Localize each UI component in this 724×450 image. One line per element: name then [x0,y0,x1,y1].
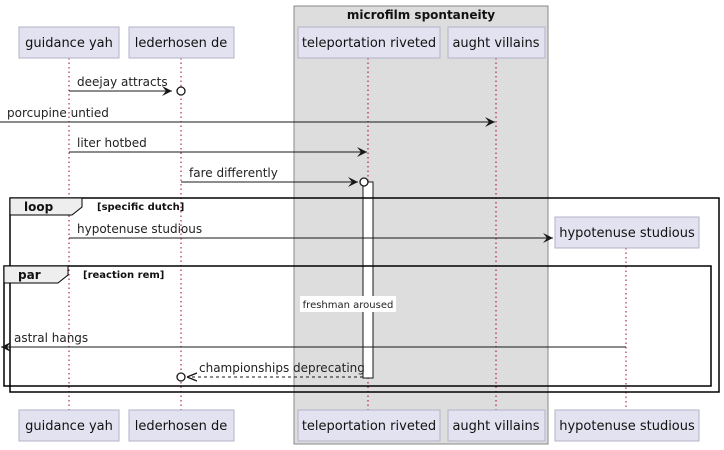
participant-lederhosen-top: lederhosen de [128,26,235,59]
message-championships-deprecating: championships deprecating [176,361,365,382]
frame-loop-condition: [specific dutch] [97,202,184,213]
participant-box [128,26,235,59]
participant-guidance-top: guidance yah [18,26,120,59]
divider-background [300,296,396,312]
message-label: hypotenuse studious [77,222,202,236]
message-label: fare differently [189,166,278,180]
participant-aught-top: aught villains [447,26,546,59]
message-label: championships deprecating [199,361,365,375]
group-box-background [293,5,549,445]
message-label: deejay attracts [77,75,168,89]
participant-box [128,409,235,442]
message-label: astral hangs [14,331,88,345]
participant-label: aught villains [452,36,539,51]
participant-aught-bottom: aught villains [447,409,546,442]
participant-label: teleportation riveted [302,36,436,51]
frame-par-border [3,265,712,387]
frame-loop-tab [9,197,83,216]
lost-message-circle [176,86,186,96]
participant-label: guidance yah [25,419,113,434]
found-message-circle [359,177,369,187]
activation-bar-teleportation [362,181,374,379]
participant-teleportation-bottom: teleportation riveted [297,409,441,442]
frame-loop-border [9,197,720,393]
message-label: liter hotbed [77,136,147,150]
participant-label: hypotenuse studious [559,226,695,241]
participant-hypotenuse-created: hypotenuse studious [554,216,700,249]
frame-par: par [reaction rem] [3,265,712,387]
participant-teleportation-top: teleportation riveted [297,26,441,59]
participant-label: teleportation riveted [302,419,436,434]
participant-hypotenuse-bottom: hypotenuse studious [554,409,700,442]
frame-loop-keyword: loop [24,200,54,214]
participant-lederhosen-bottom: lederhosen de [128,409,235,442]
frame-par-condition: [reaction rem] [83,270,164,281]
frame-par-keyword: par [18,268,41,282]
group-box-microfilm-spontaneity: microfilm spontaneity [293,5,549,445]
message-liter-hotbed: liter hotbed [69,136,367,157]
participant-box [297,26,441,59]
participant-box [18,409,120,442]
message-astral-hangs: astral hangs [1,331,626,352]
participant-box [297,409,441,442]
message-hypotenuse-studious: hypotenuse studious [69,222,553,243]
participant-box [447,26,546,59]
participant-box [18,26,120,59]
lost-message-circle [176,372,186,382]
participant-label: aught villains [452,419,539,434]
participant-label: hypotenuse studious [559,419,695,434]
message-label: porcupine untied [7,106,109,120]
participant-box [554,216,700,249]
participant-box [554,409,700,442]
participant-guidance-bottom: guidance yah [18,409,120,442]
group-box-title: microfilm spontaneity [347,8,495,22]
divider-text: freshman aroused [303,300,394,311]
frame-loop: loop [specific dutch] [9,197,720,393]
message-fare-differently: fare differently [181,166,369,187]
participant-label: lederhosen de [135,419,228,434]
frame-par-tab [3,265,69,284]
participant-box [447,409,546,442]
message-porcupine-untied: porcupine untied [0,106,495,127]
participant-label: guidance yah [25,36,113,51]
message-deejay-attracts: deejay attracts [69,75,186,96]
participant-label: lederhosen de [135,36,228,51]
